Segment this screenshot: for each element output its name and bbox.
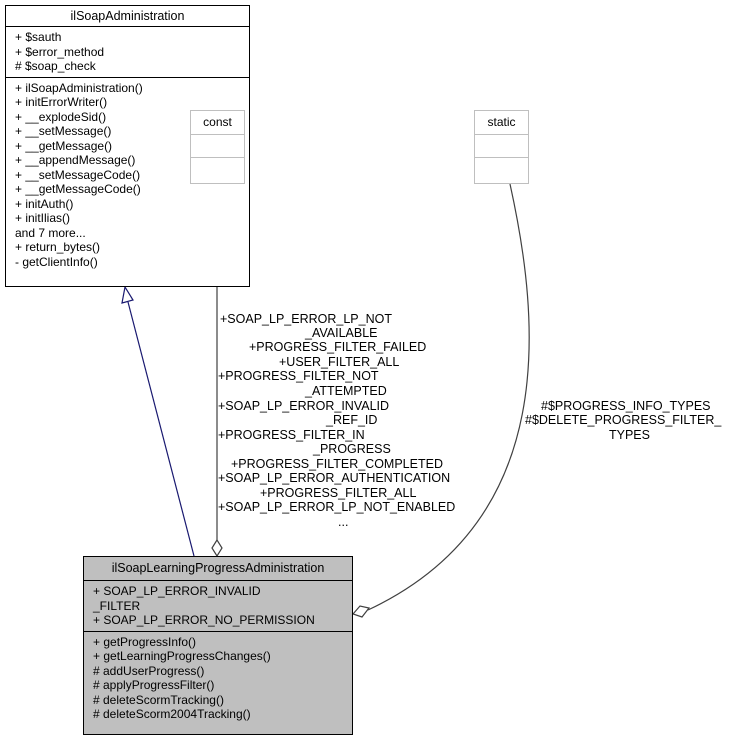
attribute: # $soap_check [15, 59, 96, 73]
edge-label: +PROGRESS_FILTER_NOT [218, 369, 379, 383]
edge-label: ... [338, 515, 349, 529]
method: + __explodeSid() [15, 109, 107, 124]
method: + return_bytes() [15, 240, 101, 254]
attribute: + $error_method [15, 44, 105, 59]
static-box-section [475, 134, 528, 157]
main-class-box[interactable]: ilSoapLearningProgressAdministration + S… [83, 556, 353, 735]
edge-label: +USER_FILTER_ALL [279, 355, 400, 369]
method: + initAuth() [15, 196, 74, 211]
attribute-continuation: _FILTER [93, 598, 141, 613]
attribute: + $sauth [15, 30, 62, 44]
main-class-attributes: + SOAP_LP_ERROR_INVALID _FILTER + SOAP_L… [84, 580, 352, 631]
edge-label: TYPES [609, 428, 650, 442]
inheritance-arrowhead [121, 285, 134, 304]
const-box-title: const [203, 115, 232, 129]
static-box[interactable]: static [474, 110, 529, 184]
edge-label: _REF_ID [326, 413, 378, 427]
edge-label: +SOAP_LP_ERROR_INVALID [218, 399, 390, 413]
static-usage-diamond [351, 605, 371, 618]
method: # deleteScormTracking() [93, 692, 224, 707]
inheritance-edge [127, 301, 195, 557]
const-usage-diamond [211, 538, 223, 558]
const-box[interactable]: const [190, 110, 245, 184]
edge-label: _AVAILABLE [305, 326, 378, 340]
edge-label: #$DELETE_PROGRESS_FILTER_ [525, 413, 722, 427]
attribute: + SOAP_LP_ERROR_INVALID [93, 584, 261, 598]
more-methods-note: and 7 more... [15, 225, 86, 240]
edge-label: +SOAP_LP_ERROR_LP_NOT [220, 312, 392, 326]
base-class-title: ilSoapAdministration [70, 9, 185, 23]
method: # deleteScorm2004Tracking() [93, 707, 251, 721]
method: + initIlias() [15, 211, 71, 225]
base-class-attributes: + $sauth + $error_method # $soap_check [6, 26, 249, 77]
edge-label: +SOAP_LP_ERROR_AUTHENTICATION [218, 471, 451, 485]
method: # applyProgressFilter() [93, 678, 215, 692]
method: + ilSoapAdministration() [15, 80, 143, 95]
method: + __setMessage() [15, 124, 112, 138]
method: + __setMessageCode() [15, 167, 141, 182]
edge-label: #$PROGRESS_INFO_TYPES [541, 399, 711, 413]
method: + __getMessage() [15, 138, 113, 153]
edge-label: +PROGRESS_FILTER_ALL [260, 486, 417, 500]
edge-label: +PROGRESS_FILTER_IN [218, 428, 365, 442]
method: + initErrorWriter() [15, 95, 108, 109]
static-box-section [475, 157, 528, 180]
edge-label: _PROGRESS [313, 442, 391, 456]
method: + getProgressInfo() [93, 634, 197, 649]
edge-label: +SOAP_LP_ERROR_LP_NOT_ENABLED [218, 500, 456, 514]
method: + __appendMessage() [15, 153, 136, 167]
edge-label: +PROGRESS_FILTER_COMPLETED [231, 457, 443, 471]
edge-label: _ATTEMPTED [305, 384, 387, 398]
main-class-methods: + getProgressInfo() + getLearningProgres… [84, 630, 352, 725]
static-box-title: static [487, 115, 516, 129]
main-class-title: ilSoapLearningProgressAdministration [111, 561, 325, 575]
method: - getClientInfo() [15, 254, 98, 269]
base-class-methods: + ilSoapAdministration() + initErrorWrit… [6, 76, 249, 273]
static-usage-edge [367, 183, 530, 611]
method: + getLearningProgressChanges() [93, 649, 271, 663]
attribute: + SOAP_LP_ERROR_NO_PERMISSION [93, 613, 315, 627]
method: + __getMessageCode() [15, 182, 141, 196]
edge-label: +PROGRESS_FILTER_FAILED [249, 340, 427, 354]
method: # addUserProgress() [93, 663, 205, 678]
const-box-section [191, 134, 244, 157]
const-box-section [191, 157, 244, 180]
